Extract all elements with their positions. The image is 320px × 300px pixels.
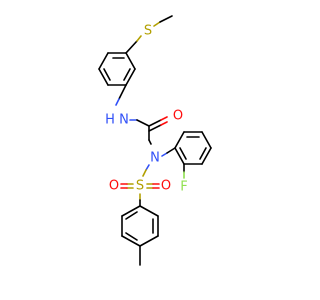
amide-nitrogen-label: N bbox=[119, 113, 129, 128]
methylthio-group bbox=[125, 15, 173, 54]
sulfonyl-sulfur-label: S bbox=[136, 179, 144, 194]
methylthio-phenyl-ring bbox=[98, 52, 136, 86]
carbonyl-oxygen-label: O bbox=[173, 109, 183, 124]
amide-hydrogen-label: H bbox=[105, 113, 115, 128]
n-aryl-bond-c bbox=[166, 147, 176, 154]
sulfonyl-group bbox=[120, 164, 160, 207]
sulfonamide-nitrogen-label: N bbox=[150, 151, 160, 166]
sulfonyl-oxygen-left-label: O bbox=[109, 179, 119, 194]
n-aryl-bond bbox=[161, 152, 168, 157]
fluorine-label: F bbox=[180, 180, 187, 195]
fluorophenyl-ring bbox=[174, 131, 212, 165]
tolyl-ring bbox=[121, 205, 159, 247]
molecule-structure: S N H O N F bbox=[98, 15, 212, 266]
sulfonyl-oxygen-right-label: O bbox=[161, 179, 171, 194]
amide-linkage bbox=[115, 84, 168, 145]
thioether-sulfur-label: S bbox=[144, 24, 152, 39]
